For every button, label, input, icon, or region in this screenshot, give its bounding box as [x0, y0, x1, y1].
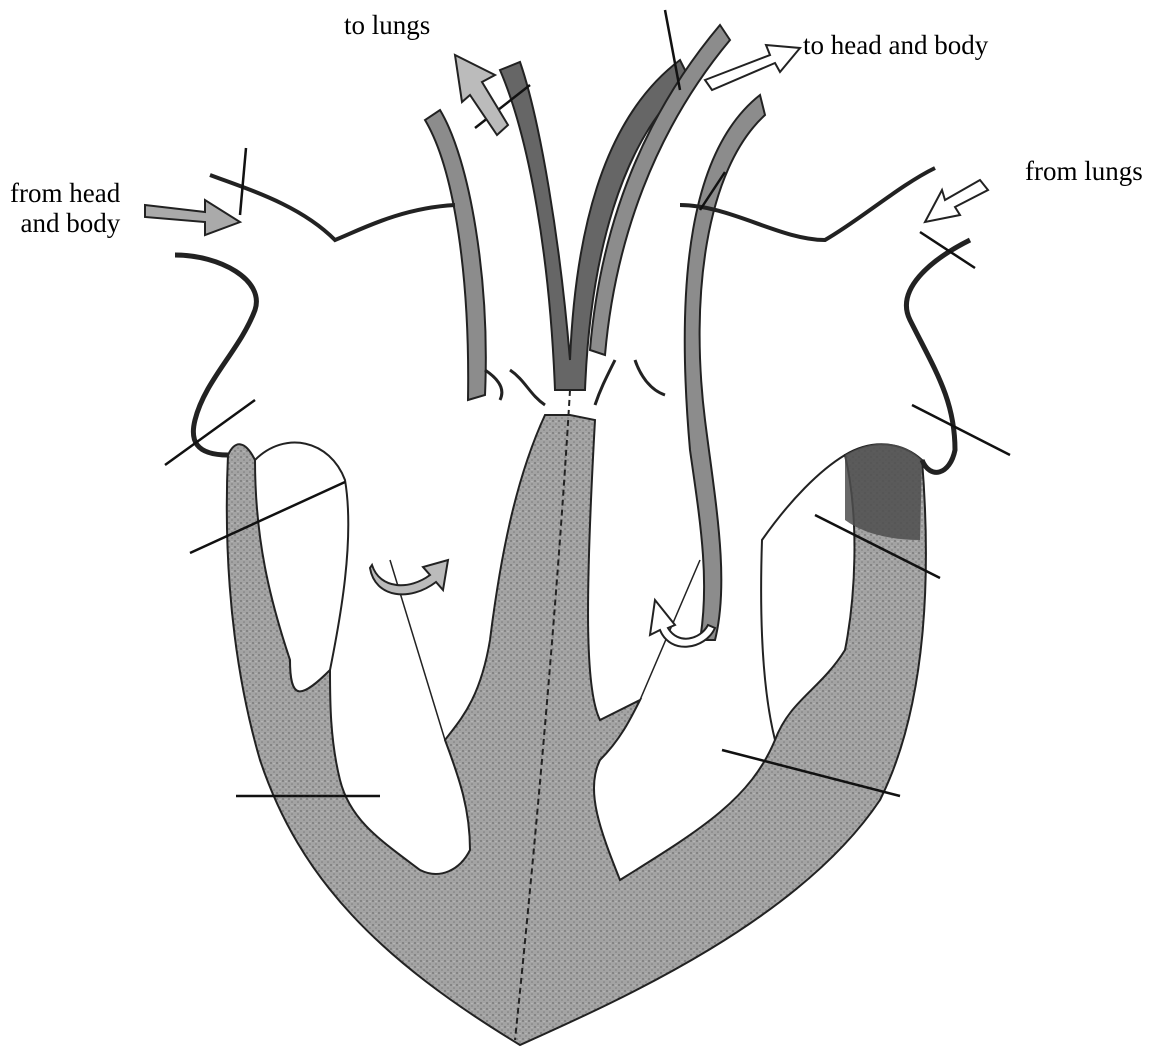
arrow-right-heart-icon: [370, 560, 448, 594]
aorta: [685, 95, 765, 640]
arrow-from-head-icon: [145, 200, 240, 235]
label-from-head-and-body: from head and body: [10, 178, 120, 238]
left-atrium-outline: [906, 240, 970, 472]
valve-cusp-2: [510, 370, 545, 405]
label-to-lungs: to lungs: [344, 10, 430, 40]
valve-cusp-3: [595, 360, 615, 405]
label-from-lungs: from lungs: [1025, 156, 1143, 186]
label-to-head-and-body: to head and body: [803, 30, 988, 60]
label-from-head-line1: from head: [10, 178, 120, 208]
valve-cusp-4: [635, 360, 665, 395]
valve-cusp-1: [485, 370, 502, 400]
right-atrium-outline: [175, 255, 256, 455]
heart-wall: [227, 415, 926, 1045]
left-atrium-wall: [845, 444, 922, 540]
arrow-from-lungs-icon: [925, 180, 988, 222]
label-from-head-line2: and body: [10, 208, 120, 238]
vena-cava: [210, 175, 455, 240]
pulmonary-artery: [425, 110, 486, 400]
